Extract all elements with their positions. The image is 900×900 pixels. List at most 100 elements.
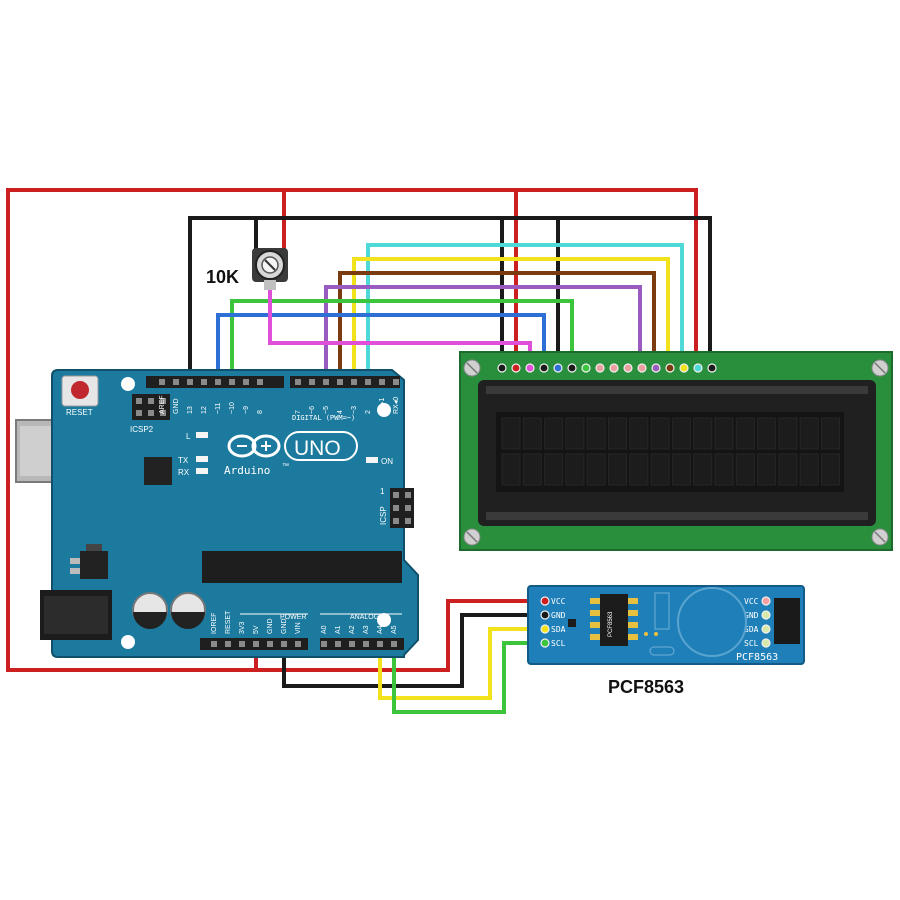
lcd-char-cell (501, 417, 521, 450)
lcd-pin (567, 363, 577, 373)
lcd-char-cell (650, 453, 670, 486)
wire-red-lcd-a (516, 188, 698, 368)
lcd-pin (651, 363, 661, 373)
digital-pin-hole (159, 379, 165, 385)
lcd-pin (581, 363, 591, 373)
icsp2-header: ICSP2 (130, 394, 170, 434)
analog-pin-label: A5 (391, 625, 398, 634)
board-model-label: UNO (294, 437, 341, 460)
rtc-caption: PCF8563 (608, 677, 684, 697)
lcd-char-cell (586, 417, 606, 450)
lcd-char-cell (693, 417, 713, 450)
power-pin-hole (211, 641, 217, 647)
digital-pin-label: RX◂0 (393, 397, 400, 414)
brand-label: Arduino (224, 464, 270, 477)
lcd-char-cell (544, 453, 564, 486)
power-pin-label: 5V (253, 625, 260, 634)
digital-pin-hole (295, 379, 301, 385)
wire-black-rtc-gnd (282, 613, 543, 688)
analog-pin-label: A0 (321, 625, 328, 634)
digital-pin-label: ~6 (309, 406, 316, 414)
wire-yellow-d3 (352, 257, 670, 380)
digital-pin-label: 4 (337, 410, 344, 414)
lcd-pin (637, 363, 647, 373)
lcd-pin (707, 363, 717, 373)
lcd-char-cell (565, 417, 585, 450)
lcd-char-cell (735, 417, 755, 450)
lcd-char-cell (586, 453, 606, 486)
icsp-label: ICSP (379, 506, 388, 525)
led-on-label: ON (381, 457, 393, 466)
main-microcontroller (202, 551, 402, 583)
analog-pin-hole (335, 641, 341, 647)
rtc-left-pin (540, 638, 550, 648)
lcd-pin (693, 363, 703, 373)
icsp-header: ICSP 1 (379, 487, 414, 528)
digital-pin-label: 8 (257, 410, 264, 414)
wire-red-rtc-vcc (254, 599, 543, 672)
power-pin-label: 3V3 (239, 621, 246, 634)
lcd-char-cell (522, 417, 542, 450)
lcd-char-cell (608, 453, 627, 486)
lcd-char-cell (501, 453, 521, 486)
rtc-chip: PCF8563 (590, 594, 638, 646)
digital-pin-label: 12 (201, 406, 208, 414)
lcd-16x2-display (459, 351, 893, 551)
board-pcb (51, 369, 419, 658)
digital-pin-label: GND (173, 398, 180, 414)
lcd-pin (539, 363, 549, 373)
led-rx-label: RX (178, 468, 190, 477)
wire-green-rtc-scl (392, 641, 543, 714)
digital-pin-hole (365, 379, 371, 385)
power-header-label: POWER (280, 614, 306, 621)
digital-header-label: DIGITAL (PWM=~) (292, 414, 355, 422)
lcd-char-cell (757, 417, 777, 450)
wire-purple-d5 (324, 285, 642, 380)
power-pin-hole (295, 641, 301, 647)
lcd-char-cell (821, 417, 840, 450)
wire-black-top (188, 216, 712, 380)
rtc-left-pin-label: GND (551, 611, 566, 620)
icsp2-label: ICSP2 (130, 425, 154, 434)
power-pin-hole (281, 641, 287, 647)
lcd-char-cell (671, 417, 691, 450)
brand-tm: ™ (282, 463, 289, 470)
analog-header-label: ANALOG IN (350, 614, 388, 621)
lcd-char-cell (671, 453, 691, 486)
rtc-right-pin (761, 638, 771, 648)
digital-pin-label: TX▸1 (379, 398, 386, 414)
rtc-left-pin (540, 624, 550, 634)
analog-pin-label: A1 (335, 625, 342, 634)
power-pin-label: GND (267, 618, 274, 634)
rtc-right-pin-label: VCC (744, 597, 759, 606)
digital-pin-hole (229, 379, 235, 385)
digital-pin-label: 2 (365, 410, 372, 414)
power-pin-label: RESET (225, 610, 232, 634)
power-pin-hole (225, 641, 231, 647)
analog-pin-label: A4 (377, 625, 384, 634)
rtc-right-pin-label: SDA (744, 625, 759, 634)
rtc-chip-marking: PCF8563 (608, 611, 614, 637)
rtc-pcb (527, 585, 805, 665)
digital-pin-hole (257, 379, 263, 385)
rtc-left-pin-label: SDA (551, 625, 566, 634)
digital-pin-label: 13 (187, 406, 194, 414)
analog-pin-hole (377, 641, 383, 647)
lcd-char-cell (757, 453, 777, 486)
lcd-pin (525, 363, 535, 373)
rtc-right-pin-label: SCL (744, 639, 759, 648)
lcd-char-cell (714, 417, 734, 450)
power-pin-hole (239, 641, 245, 647)
digital-pin-label: ~10 (229, 402, 236, 414)
voltage-regulator (70, 544, 108, 579)
digital-pin-hole (215, 379, 221, 385)
power-pin-label: VIN (295, 622, 302, 634)
wire-yellow-rtc-sda (378, 627, 543, 700)
icsp-pin1-label: 1 (380, 487, 385, 496)
rtc-crystal (654, 592, 670, 630)
wire-cyan-d2 (366, 243, 684, 380)
wire-blue-d12 (216, 313, 546, 380)
digital-pin-hole (351, 379, 357, 385)
